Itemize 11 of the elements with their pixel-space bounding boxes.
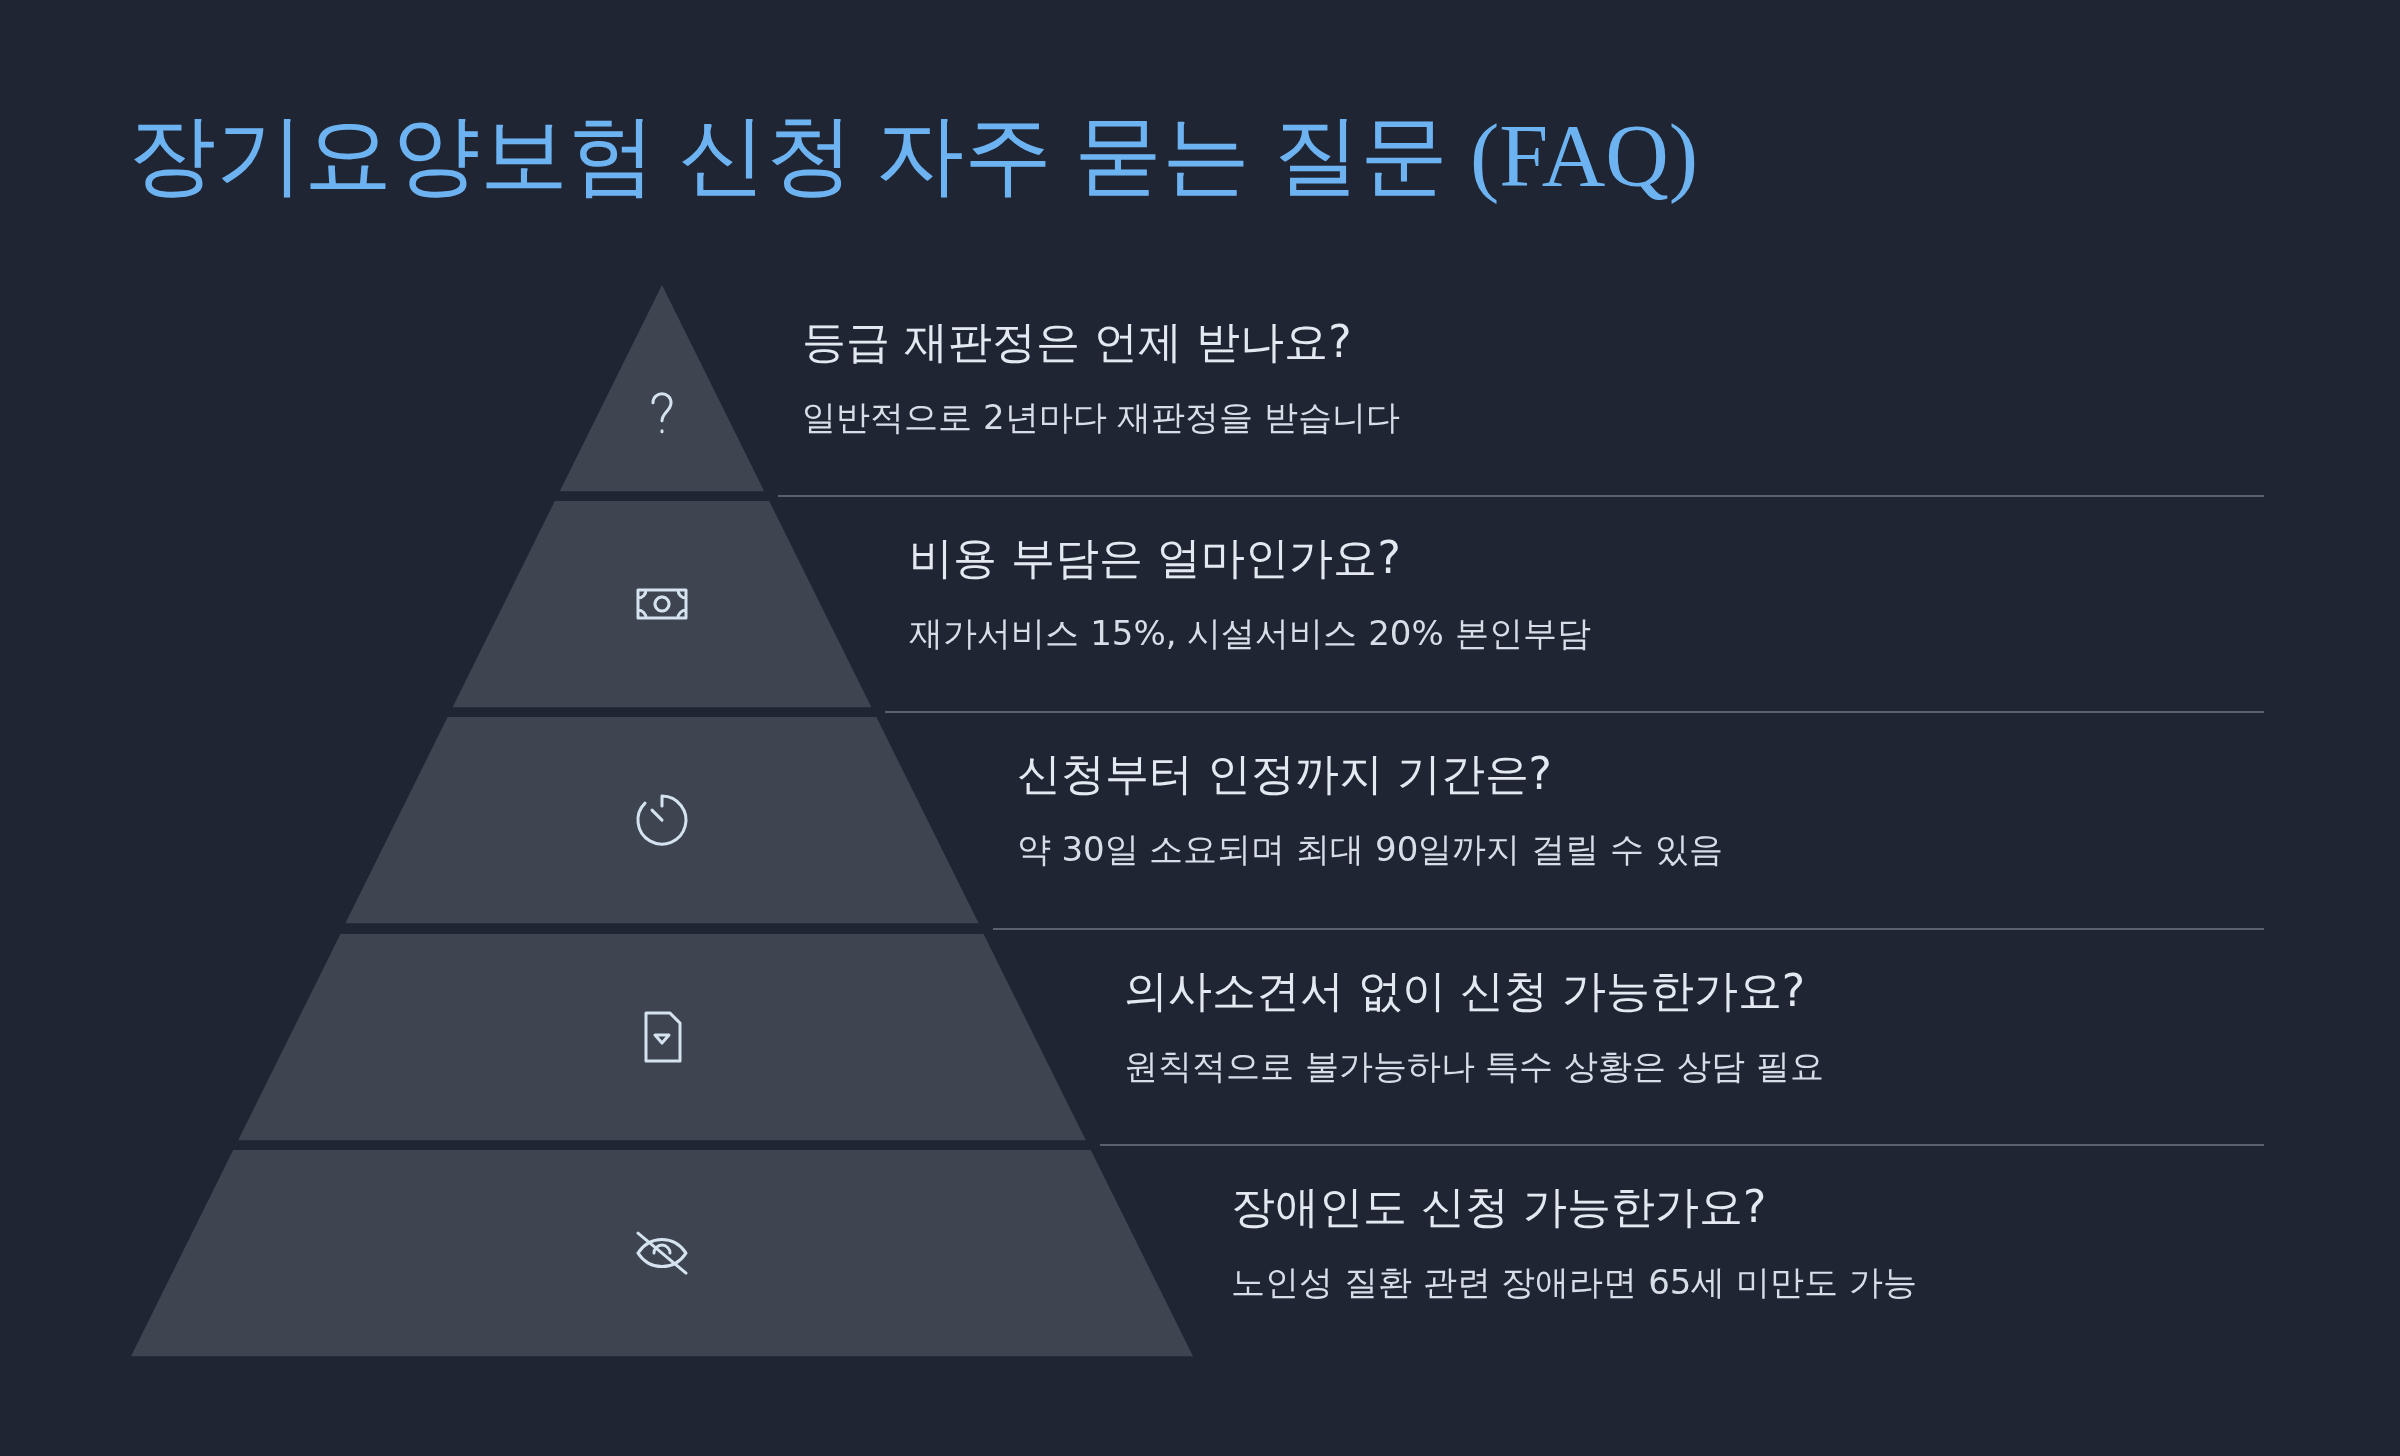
answer-text: 원칙적으로 불가능하나 특수 상황은 상담 필요: [1123, 1044, 1824, 1088]
question-heading: 의사소견서 없이 신청 가능한가요?: [1123, 963, 1806, 1018]
question-heading: 장애인도 신청 가능한가요?: [1231, 1179, 1767, 1234]
question-heading: 등급 재판정은 언제 받나요?: [802, 315, 1352, 369]
answer-text: 재가서비스 15%, 시설서비스 20% 본인부담: [909, 612, 1591, 656]
question-heading: 신청부터 인정까지 기간은?: [1016, 747, 1552, 802]
title: 장기요양보험 신청 자주 묻는 질문 (FAQ): [128, 106, 1699, 206]
answer-text: 약 30일 소요되며 최대 90일까지 걸릴 수 있음: [1016, 828, 1723, 872]
answer-text: 노인성 질환 관련 장애라면 65세 미만도 가능: [1231, 1260, 1918, 1304]
question-heading: 비용 부담은 얼마인가요?: [909, 531, 1401, 586]
answer-text: 일반적으로 2년마다 재판정을 받습니다: [802, 396, 1401, 439]
